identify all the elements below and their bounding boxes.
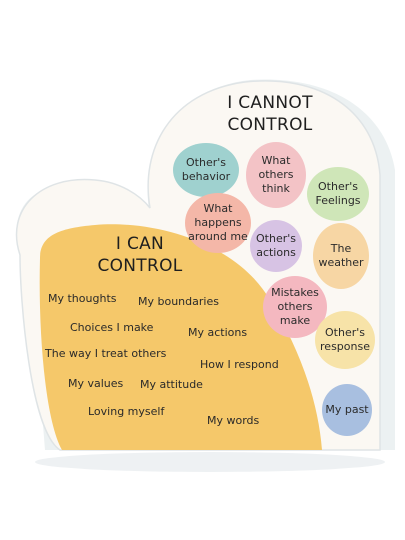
can-item-2: Choices I make: [70, 321, 154, 334]
cannot-item-0: Other's behavior: [181, 156, 231, 183]
cannot-control-heading: I CANNOT CONTROL: [225, 92, 315, 136]
can-item-8: Loving myself: [88, 405, 165, 418]
cannot-item-6: Mistakes others make: [271, 286, 319, 327]
cannot-item-4: Other's actions: [256, 232, 296, 259]
blob-my-past: [322, 384, 372, 436]
blob-the-weather: [313, 223, 369, 289]
blob-mistakes: [263, 276, 327, 338]
can-item-5: How I respond: [200, 358, 279, 371]
blob-others-feelings: [307, 167, 369, 221]
can-item-0: My thoughts: [48, 292, 117, 305]
blob-others-behavior: [173, 143, 239, 197]
cannot-item-5: The weather: [318, 242, 364, 269]
can-control-region: [39, 224, 322, 450]
can-item-1: My boundaries: [138, 295, 219, 308]
can-control-heading: I CAN CONTROL: [90, 233, 190, 277]
blob-others-response: [315, 311, 375, 369]
can-heading-line1: I CAN: [115, 234, 165, 254]
cannot-item-1: What others think: [258, 154, 294, 195]
cannot-heading-line2: CONTROL: [227, 115, 313, 135]
can-item-6: My values: [68, 377, 124, 390]
cannot-item-3: What happens around me: [188, 202, 248, 243]
cannot-item-8: My past: [325, 403, 369, 416]
can-item-9: My words: [207, 414, 260, 427]
can-item-7: My attitude: [140, 378, 203, 391]
cannot-item-7: Other's response: [320, 326, 370, 353]
blob-what-happens: [185, 193, 251, 253]
can-item-3: My actions: [188, 326, 248, 339]
cannot-heading-line1: I CANNOT: [227, 93, 313, 113]
can-heading-line2: CONTROL: [97, 256, 183, 276]
blob-others-actions: [250, 220, 302, 272]
can-item-4: The way I treat others: [45, 347, 167, 360]
blob-what-others-think: [246, 142, 306, 208]
floor-shadow: [35, 452, 385, 472]
cannot-item-2: Other's Feelings: [315, 180, 361, 207]
